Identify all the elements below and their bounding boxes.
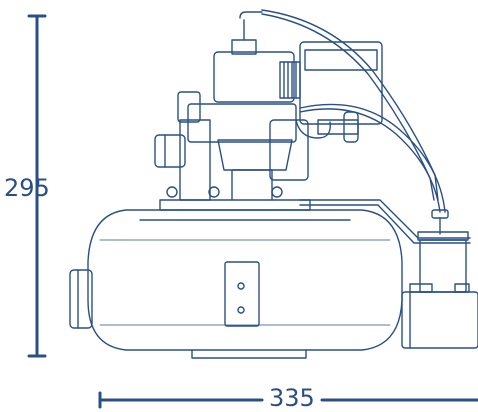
height-dimension-line — [27, 14, 47, 358]
tubing — [239, 9, 449, 235]
pump-tank — [87, 209, 403, 359]
width-dimension-line — [98, 391, 478, 409]
pump-body — [154, 91, 311, 211]
label-plate — [224, 261, 260, 327]
outlet-housing — [401, 283, 478, 349]
width-dimension-label: 335 — [265, 386, 319, 410]
height-dimension-label: 295 — [4, 174, 50, 202]
mounting-bracket — [299, 199, 471, 293]
inlet-pipe — [69, 269, 93, 329]
control-box — [299, 41, 383, 143]
solenoid-motor — [213, 19, 301, 103]
